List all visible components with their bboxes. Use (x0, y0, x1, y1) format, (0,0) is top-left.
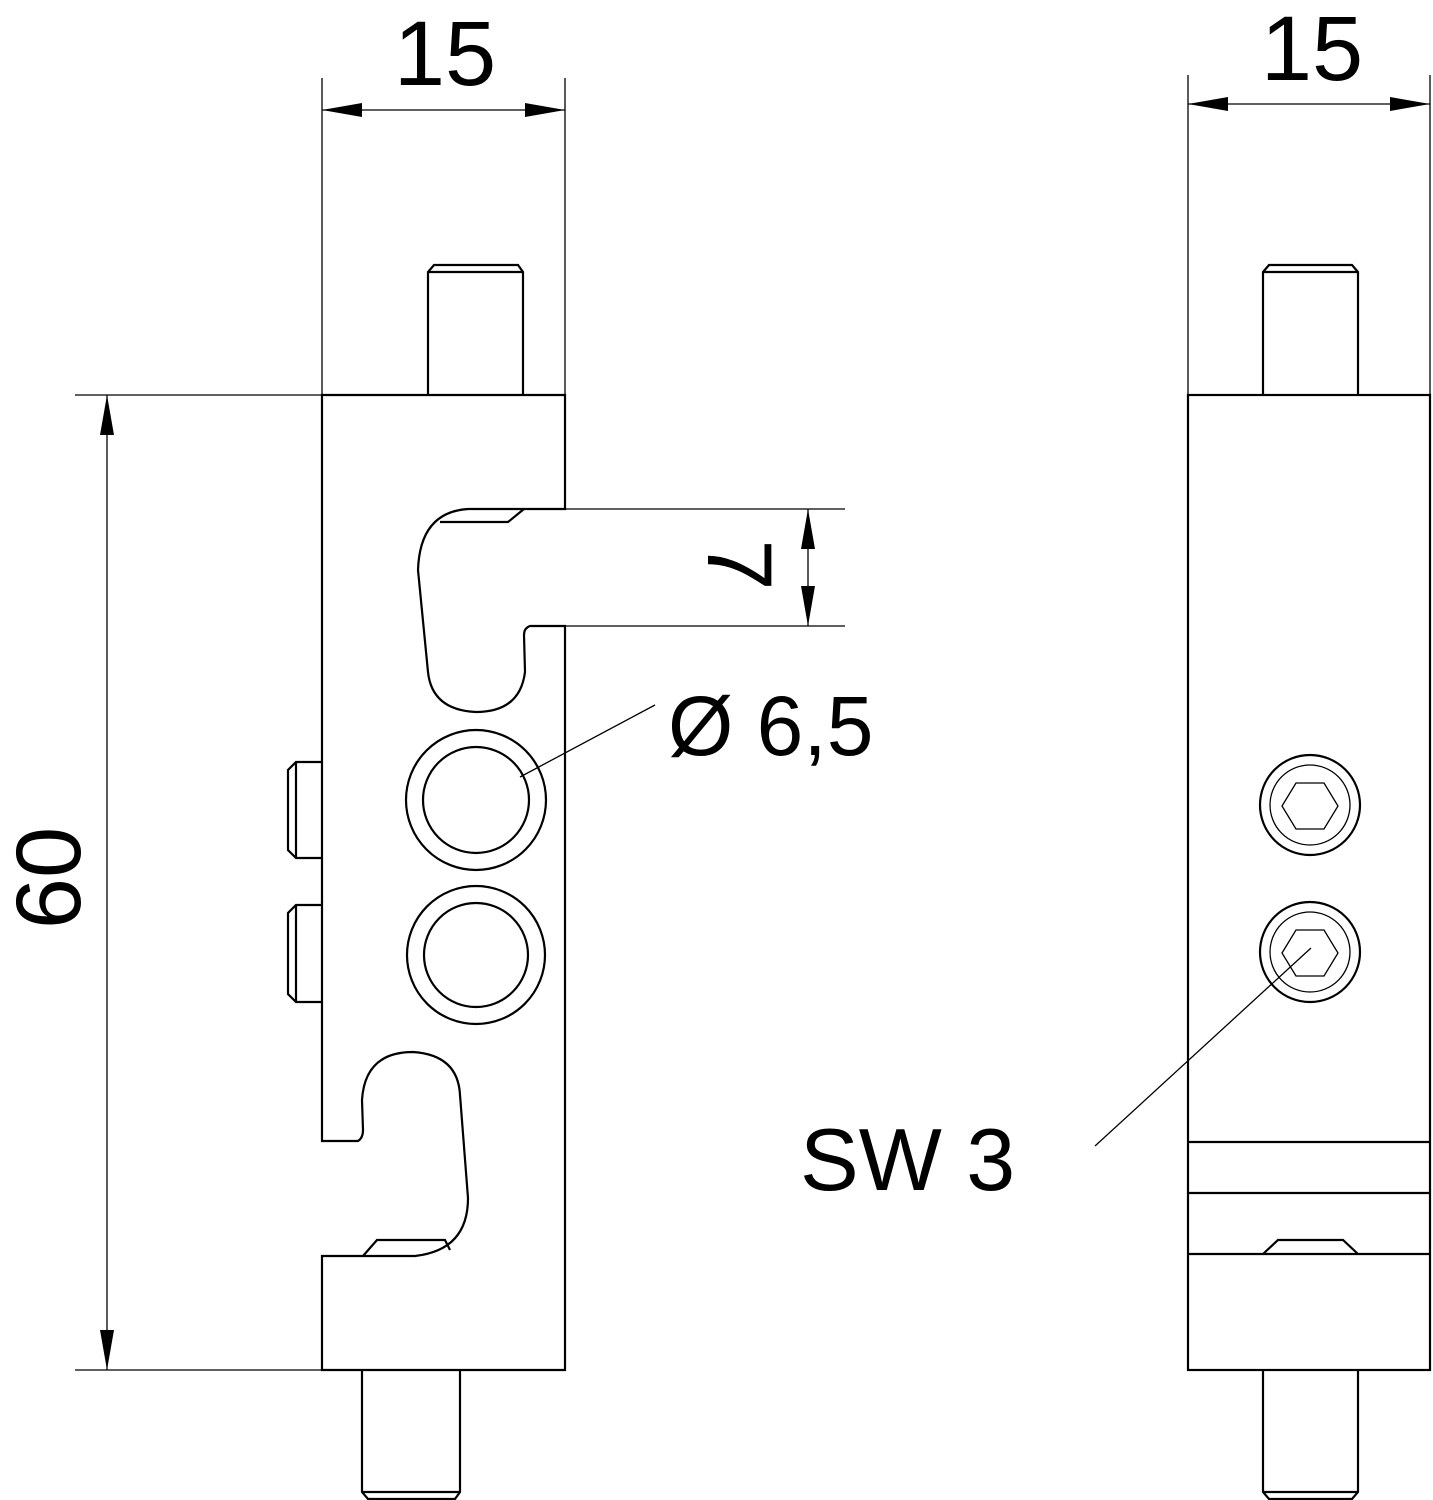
label-hole-diameter: Ø 6,5 (668, 679, 873, 773)
left-view (286, 263, 656, 1500)
dimension-height (75, 394, 322, 1371)
hole-upper-inner (421, 745, 531, 855)
screw-lower-icon (1258, 900, 1362, 1004)
dimension-width-right (1187, 75, 1431, 395)
screw-upper-icon (1258, 753, 1362, 857)
upper-chamfer (440, 508, 525, 524)
right-bottom-pin (1261, 1370, 1360, 1500)
hole-lower-inner (422, 901, 530, 1009)
right-view (1094, 263, 1432, 1500)
screw-leader-line (1094, 947, 1312, 1147)
right-body-outline (1186, 393, 1432, 1372)
dimension-width-left (321, 78, 566, 395)
label-height: 60 (0, 827, 100, 929)
side-pin-upper (286, 760, 322, 860)
hole-upper-outer (404, 728, 548, 872)
hole-lower-outer (405, 884, 547, 1026)
left-body-outline (320, 393, 567, 1372)
label-slot: 7 (688, 539, 790, 590)
right-top-pin (1261, 263, 1360, 395)
label-width-right: 15 (1261, 0, 1363, 100)
hole-leader-line (519, 704, 656, 778)
right-chamfer (1262, 1238, 1359, 1255)
lower-chamfer (362, 1238, 451, 1257)
label-wrench-size: SW 3 (800, 1110, 1015, 1209)
dimension-slot (565, 508, 845, 627)
side-pin-lower (286, 903, 322, 1004)
bottom-pin (360, 1370, 462, 1500)
label-width-left: 15 (394, 3, 496, 105)
top-pin (426, 263, 525, 395)
